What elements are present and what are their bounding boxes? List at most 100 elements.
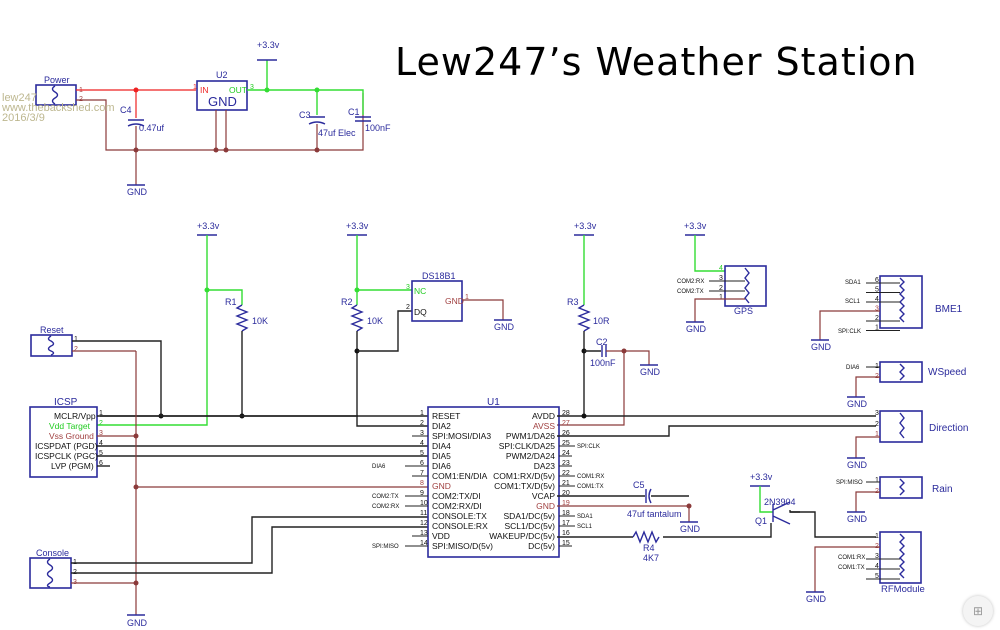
net-label: COM1:RX xyxy=(577,474,604,480)
c1-ref: C1 xyxy=(348,107,360,117)
pin-number: 12 xyxy=(420,520,428,527)
pin-number: 1 xyxy=(719,294,723,301)
u1-pin-name: SPI:MISO/D(5v) xyxy=(432,541,493,551)
r3-ref: R3 xyxy=(567,297,579,307)
pin-number: 6 xyxy=(420,460,424,467)
gnd-label: GND xyxy=(806,594,827,604)
icsp-pin-name: ICSPCLK (PGC) xyxy=(35,451,98,461)
u1-right-wiring: C5 47uf tantalum GND R4 4K7 xyxy=(557,413,876,563)
pin-number: 3 xyxy=(99,430,103,437)
resistor-r1-icon xyxy=(235,304,249,332)
pin-number: 25 xyxy=(562,440,570,447)
icsp-connector xyxy=(29,406,98,478)
power-section: Power 1 2 C4 0.47uf GND U2 IN OUT GND 1 … xyxy=(35,40,391,197)
c5-ref: C5 xyxy=(633,480,645,490)
bme1-ref: BME1 xyxy=(935,304,963,315)
watermark-line: www.thebackshed.com xyxy=(1,102,115,114)
supply-label: +3.3v xyxy=(750,472,773,482)
pin-number: 22 xyxy=(562,470,570,477)
net-label: SPI:CLK xyxy=(577,444,600,450)
u1-pin-name: WAKEUP/DC(5v) xyxy=(489,531,555,541)
u1-pin-name: DC(5v) xyxy=(528,541,555,551)
pin-number: 1 xyxy=(465,294,469,301)
icsp-pin-name: ICSPDAT (PGD) xyxy=(35,441,98,451)
pin-number: 4 xyxy=(420,440,424,447)
supply-label: +3.3v xyxy=(257,40,280,50)
net-label: COM2:RX xyxy=(677,279,704,285)
pin-number: 10 xyxy=(420,500,428,507)
pin-number: 3 xyxy=(875,553,879,560)
net-label: COM2:TX xyxy=(372,494,399,500)
pin-number: 1 xyxy=(193,84,197,91)
reset-ref: Reset xyxy=(40,325,64,335)
resistor-r4-icon xyxy=(632,530,660,544)
icsp-pin-name: LVP (PGM) xyxy=(51,461,94,471)
wspeed-ref: WSpeed xyxy=(928,367,966,378)
pin-number: 2 xyxy=(406,304,410,311)
pin-number: 5 xyxy=(420,450,424,457)
gnd-label: GND xyxy=(127,187,148,197)
regulator-u2 xyxy=(196,80,248,111)
left-connectors: Reset 1 2 ICSP MCLR/Vpp Vdd Target Vss G… xyxy=(29,325,428,628)
pin-number: 1 xyxy=(875,533,879,540)
capacitor-c4-icon xyxy=(127,119,145,127)
capacitor-c5-icon xyxy=(645,488,652,504)
r4-ref: R4 xyxy=(643,543,655,553)
pin-number: 2 xyxy=(420,420,424,427)
pin-number: 23 xyxy=(562,460,570,467)
net-label: SDA1 xyxy=(577,514,593,520)
c3-value: 47uf Elec xyxy=(318,128,356,138)
u1-pin-name: SCL1/DC(5v) xyxy=(504,521,555,531)
capacitor-c3-icon xyxy=(308,116,326,125)
c5-value: 47uf tantalum xyxy=(627,509,682,519)
pin-number: 2 xyxy=(99,420,103,427)
pin-number: 13 xyxy=(420,530,428,537)
u2-ref: U2 xyxy=(216,70,228,80)
rfmodule-ref: RFModule xyxy=(881,584,925,595)
pin-number: 18 xyxy=(562,510,570,517)
pin-number: 24 xyxy=(562,450,570,457)
net-label: SPI:MISO xyxy=(372,544,399,550)
pin-number: 3 xyxy=(719,275,723,282)
r3-c2-section: +3.3v R3 10R C2 100nF GND xyxy=(557,221,661,426)
pin-number: 2 xyxy=(875,421,879,428)
pin-number: 5 xyxy=(99,450,103,457)
console-ref: Console xyxy=(36,548,69,558)
u1-pin-name: COM2:RX/DI xyxy=(432,501,482,511)
u1-pin-name: GND xyxy=(536,501,555,511)
net-label: COM2:RX xyxy=(372,504,399,510)
pin-number: 8 xyxy=(420,480,424,487)
net-label: DIA6 xyxy=(372,464,386,470)
u1-pin-name: COM2:TX/DI xyxy=(432,491,481,501)
transistor-q1: +3.3v 2N3904 Q1 xyxy=(750,472,876,538)
fullscreen-toggle-button[interactable]: ⊞ xyxy=(963,596,993,626)
net-label: COM2:TX xyxy=(677,289,704,295)
pin-number: 2 xyxy=(74,346,78,353)
pin-number: 1 xyxy=(99,410,103,417)
pullup-section: +3.3v R1 10K +3.3v R2 10K DS18B1 NC DQ G… xyxy=(97,221,515,426)
u2-in-label: IN xyxy=(200,85,209,95)
npn-transistor-icon xyxy=(772,501,791,525)
r2-ref: R2 xyxy=(341,297,353,307)
u1-ref: U1 xyxy=(487,397,500,408)
c1-value: 100nF xyxy=(365,123,391,133)
r3-value: 10R xyxy=(593,316,610,326)
pin-number: 3 xyxy=(406,284,410,291)
pin-number: 4 xyxy=(99,440,103,447)
net-label: COM1:TX xyxy=(577,484,604,490)
collapse-icon: ⊞ xyxy=(972,604,984,618)
u1-pin-name: CONSOLE:TX xyxy=(432,511,487,521)
resistor-r2-icon xyxy=(350,304,364,332)
icsp-pin-name: Vdd Target xyxy=(49,421,91,431)
gnd-label: GND xyxy=(847,460,868,470)
q1-part: 2N3904 xyxy=(764,497,796,507)
pin-number: 14 xyxy=(420,540,428,547)
gps-connector: +3.3v GPS 4 3 2 1 COM2:RX COM2:TX GND xyxy=(677,221,767,334)
capacitor-c1-icon xyxy=(355,116,371,122)
pin-number: 3 xyxy=(420,430,424,437)
u1-pin-name: PWM2/DA24 xyxy=(506,451,555,461)
pin-number: 1 xyxy=(875,431,879,438)
u1-pin-name: VDD xyxy=(432,531,450,541)
pin-number: 2 xyxy=(875,315,879,322)
supply-label: +3.3v xyxy=(684,221,707,231)
